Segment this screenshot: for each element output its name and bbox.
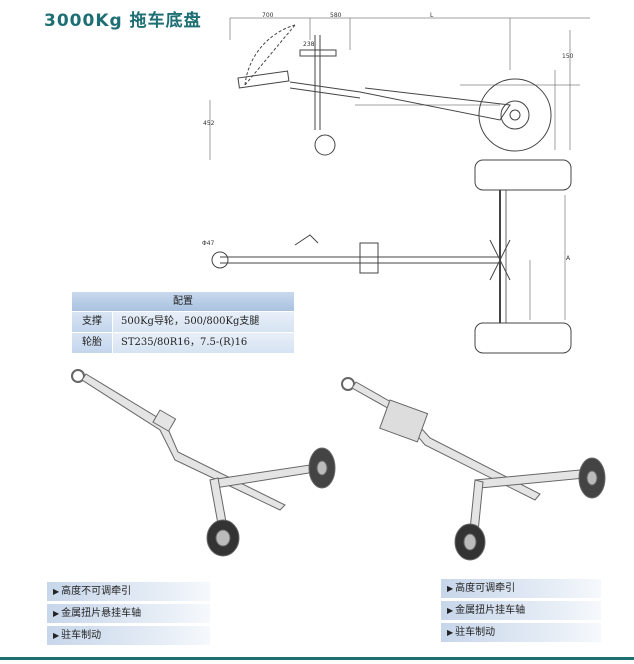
arrow-right-icon: ▶ (53, 609, 60, 618)
chassis-fixed-height-image (71, 369, 336, 557)
table-row: 支撑 500Kg导轮，500/800Kg支腿 (72, 311, 294, 332)
list-item: ▶驻车制动 (47, 626, 210, 645)
arrow-right-icon: ▶ (447, 628, 454, 637)
features-right: ▶高度可调牵引 ▶金属扭片挂车轴 ▶驻车制动 (441, 579, 601, 645)
list-item: ▶金属扭片挂车轴 (441, 601, 601, 620)
row-key: 轮胎 (72, 333, 112, 353)
dim-A: A (566, 255, 571, 262)
top-view-drawing: Φ47 A (202, 159, 572, 354)
table-row: 轮胎 ST235/80R16，7.5-(R)16 (72, 332, 294, 353)
config-table-header: 配置 (72, 292, 294, 311)
list-item: ▶高度不可调牵引 (47, 582, 210, 601)
arrow-right-icon: ▶ (53, 587, 60, 596)
dim-452: 452 (203, 120, 215, 127)
dim-238: 238 (303, 41, 315, 48)
row-key: 支撑 (72, 312, 112, 332)
chassis-adjustable-height-image (341, 377, 606, 561)
list-item: ▶金属扭片悬挂车轴 (47, 604, 210, 623)
dim-phi47: Φ47 (202, 240, 215, 247)
arrow-right-icon: ▶ (447, 584, 454, 593)
dim-700: 700 (262, 12, 274, 19)
features-left: ▶高度不可调牵引 ▶金属扭片悬挂车轴 ▶驻车制动 (47, 582, 210, 648)
dim-150: 150 (562, 53, 574, 60)
arrow-right-icon: ▶ (447, 606, 454, 615)
row-value: 500Kg导轮，500/800Kg支腿 (112, 312, 294, 332)
arrow-right-icon: ▶ (53, 631, 60, 640)
list-item: ▶驻车制动 (441, 623, 601, 642)
bottom-divider (0, 657, 634, 660)
config-table: 配置 支撑 500Kg导轮，500/800Kg支腿 轮胎 ST235/80R16… (72, 292, 294, 353)
dim-L: L (430, 12, 434, 19)
list-item: ▶高度可调牵引 (441, 579, 601, 598)
page-title: 3000Kg 拖车底盘 (44, 11, 202, 31)
side-view-drawing: 700 580 L 238 150 452 (203, 12, 590, 160)
dim-580: 580 (330, 12, 342, 19)
row-value: ST235/80R16，7.5-(R)16 (112, 333, 294, 353)
